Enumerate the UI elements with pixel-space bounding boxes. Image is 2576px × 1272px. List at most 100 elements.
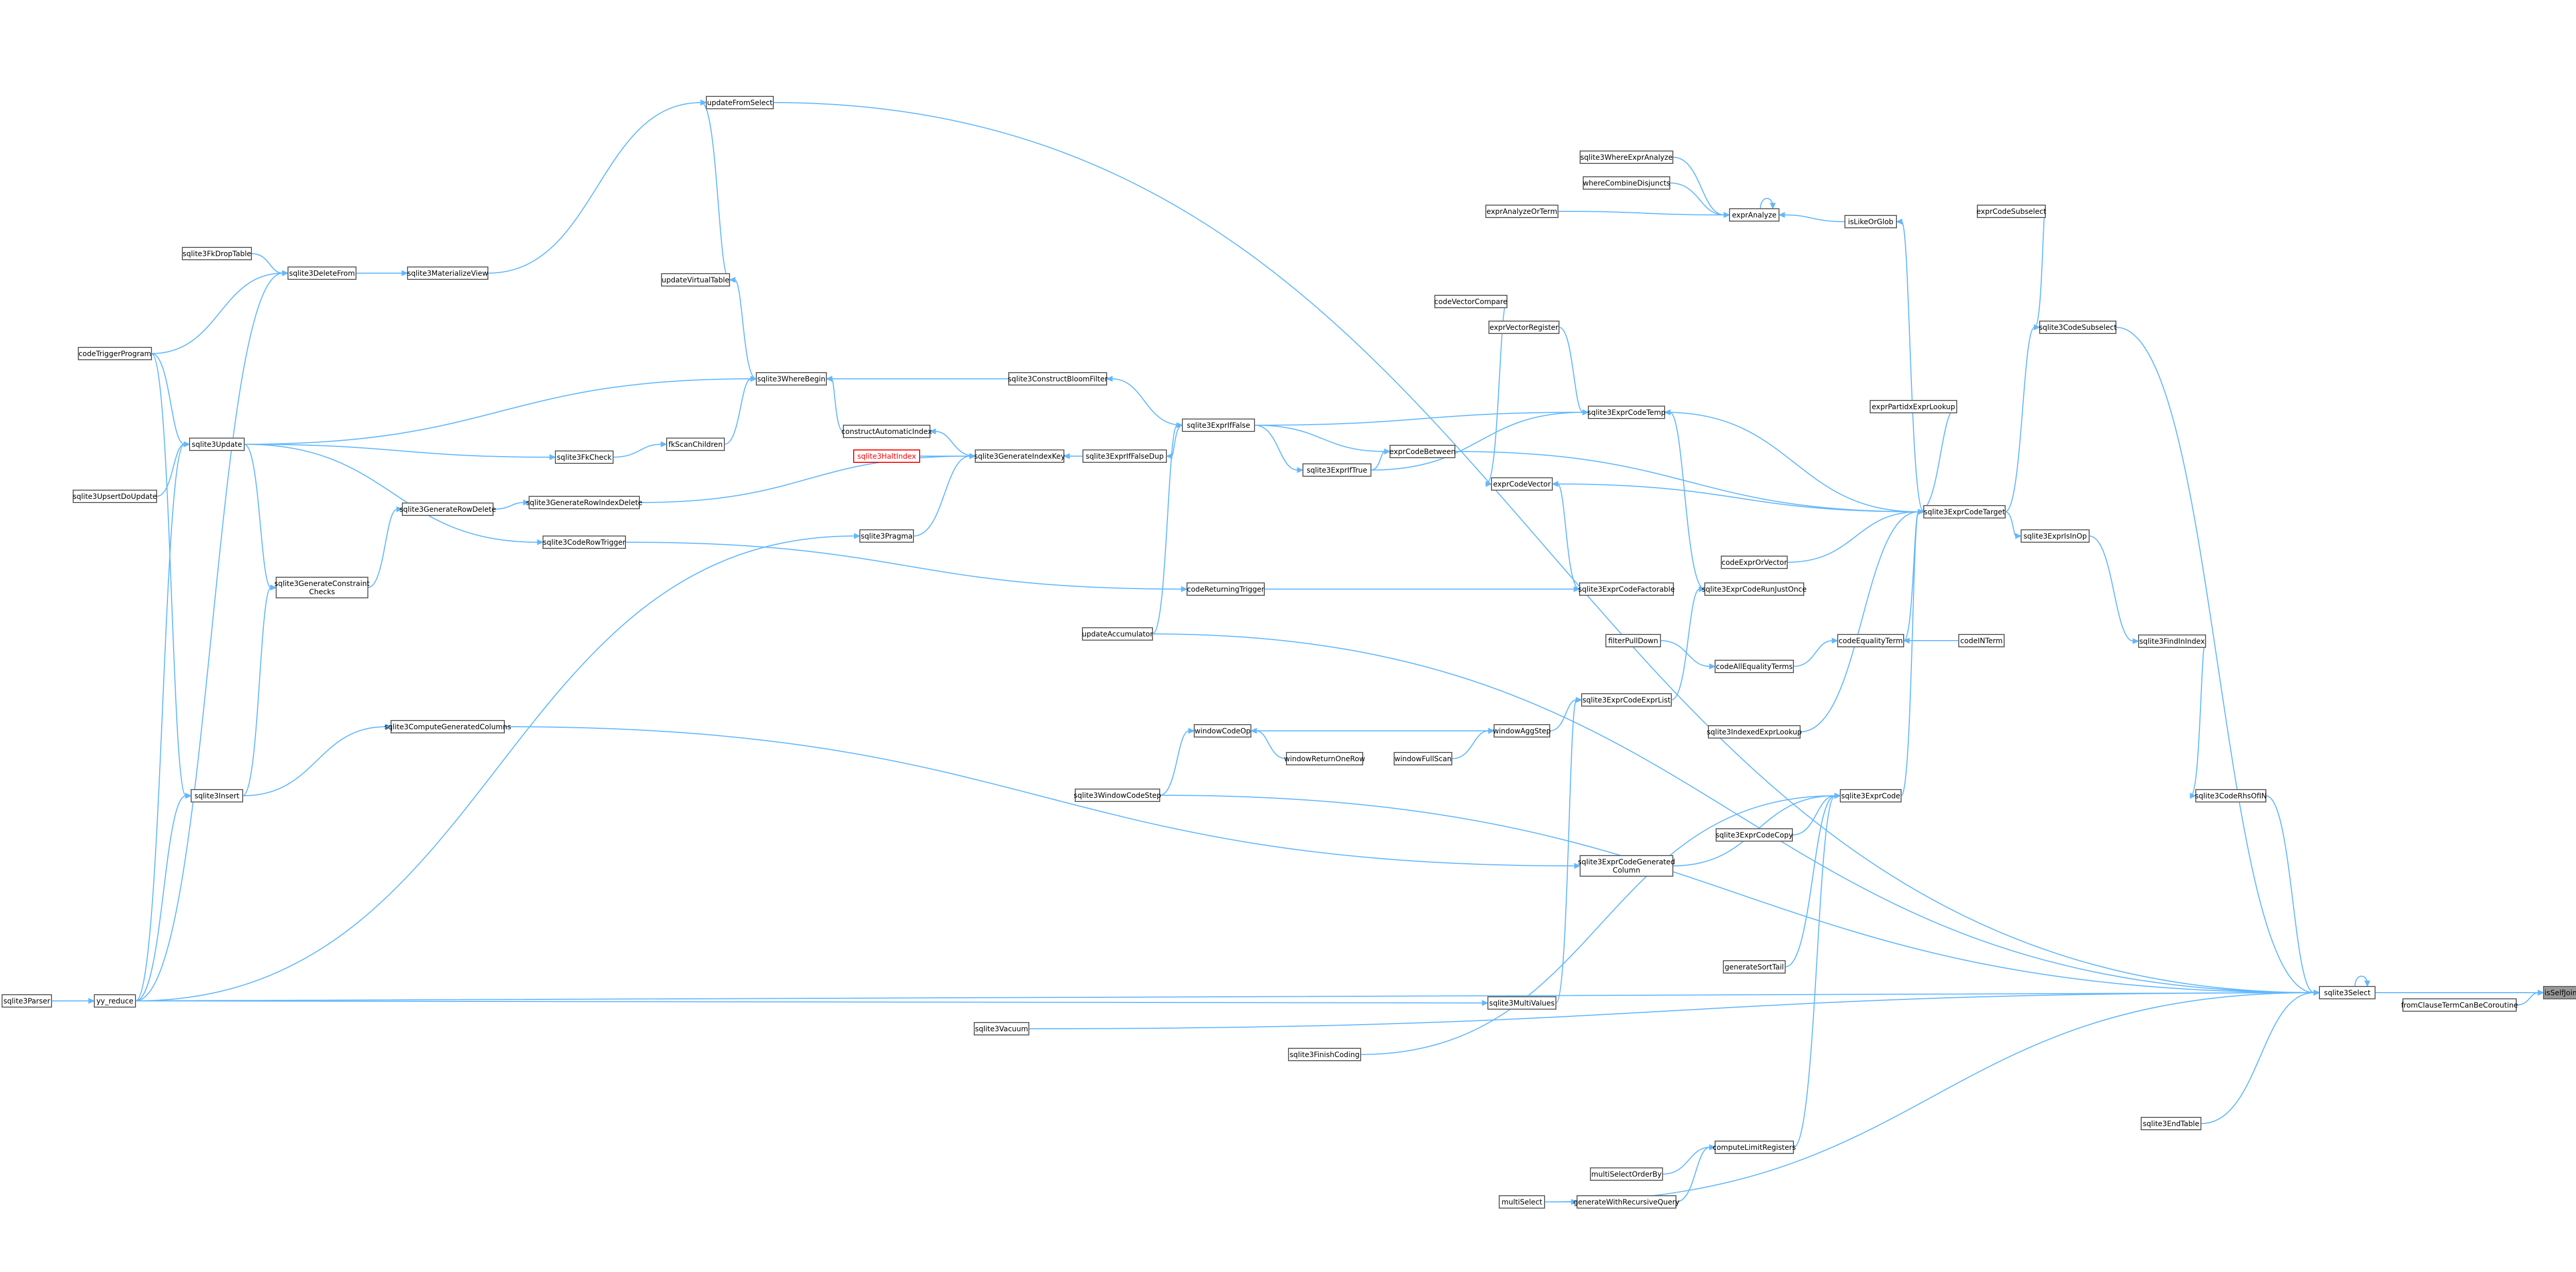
node-update-virtual-table[interactable]: updateVirtualTable	[661, 273, 730, 287]
node-box[interactable]	[73, 490, 157, 503]
node-box[interactable]	[1844, 215, 1897, 228]
node-box[interactable]	[191, 789, 243, 802]
node-window-return-one-row[interactable]: windowReturnOneRow	[1284, 752, 1365, 765]
node-compute-limit-registers[interactable]: computeLimitRegisters	[1713, 1141, 1796, 1154]
node-box[interactable]	[1723, 960, 1786, 974]
node-box[interactable]	[1721, 556, 1788, 569]
node-where-combine-disjuncts[interactable]: whereCombineDisjuncts	[1583, 176, 1670, 190]
node-box[interactable]	[1579, 582, 1674, 596]
node-box[interactable]	[1588, 406, 1665, 419]
node-box[interactable]	[706, 96, 774, 109]
node-sqlite3-expr-if-true[interactable]: sqlite3ExprIfTrue	[1302, 463, 1371, 477]
node-box[interactable]	[1008, 372, 1107, 386]
node-box[interactable]	[1485, 205, 1558, 218]
node-window-full-scan[interactable]: windowFullScan	[1394, 752, 1452, 765]
node-sqlite3-materialize-view[interactable]: sqlite3MaterializeView	[407, 266, 488, 280]
node-box[interactable]	[1715, 1141, 1794, 1154]
node-expr-code-between[interactable]: exprCodeBetween	[1389, 445, 1455, 458]
node-expr-analyze-or-term[interactable]: exprAnalyzeOrTerm	[1485, 205, 1558, 218]
node-window-code-op[interactable]: windowCodeOp	[1194, 724, 1251, 738]
node-sqlite3-expr-code-expr-list[interactable]: sqlite3ExprCodeExprList	[1581, 693, 1672, 707]
node-box[interactable]	[276, 577, 368, 598]
node-sqlite3-construct-bloom-filter[interactable]: sqlite3ConstructBloomFilter	[1008, 372, 1108, 386]
node-box[interactable]	[1488, 321, 1560, 334]
node-box[interactable]	[1394, 752, 1452, 765]
node-code-trigger-program[interactable]: codeTriggerProgram	[78, 347, 152, 360]
node-update-from-select[interactable]: updateFromSelect	[706, 96, 774, 109]
node-sqlite3-expr-code[interactable]: sqlite3ExprCode	[1840, 789, 1902, 802]
node-box[interactable]	[1577, 1195, 1676, 1209]
node-expr-code-vector[interactable]: exprCodeVector	[1491, 477, 1553, 491]
node-box[interactable]	[853, 449, 920, 463]
node-sqlite3-expr-if-false-dup[interactable]: sqlite3ExprIfFalseDup	[1082, 449, 1167, 463]
node-box[interactable]	[182, 247, 252, 260]
node-box[interactable]	[1580, 150, 1673, 164]
node-box[interactable]	[543, 535, 626, 549]
node-construct-automatic-index[interactable]: constructAutomaticIndex	[841, 425, 932, 438]
node-box[interactable]	[407, 266, 488, 280]
node-box[interactable]	[1434, 295, 1507, 308]
node-box[interactable]	[1389, 445, 1455, 458]
node-sqlite3-end-table[interactable]: sqlite3EndTable	[2141, 1117, 2201, 1130]
node-sqlite3-code-rhs-of-in[interactable]: sqlite3CodeRhsOfIN	[2195, 789, 2267, 802]
node-sqlite3-generate-index-key[interactable]: sqlite3GenerateIndexKey	[974, 449, 1065, 463]
node-box[interactable]	[2039, 321, 2116, 334]
node-sqlite3-expr-code-temp[interactable]: sqlite3ExprCodeTemp	[1587, 406, 1666, 419]
node-box[interactable]	[189, 438, 245, 451]
node-box[interactable]	[1708, 725, 1801, 739]
node-box[interactable]	[975, 449, 1064, 463]
node-box[interactable]	[1499, 1195, 1545, 1209]
node-window-agg-step[interactable]: windowAggStep	[1493, 724, 1551, 738]
node-box[interactable]	[1977, 205, 2046, 218]
node-sqlite3-vacuum[interactable]: sqlite3Vacuum	[974, 1022, 1029, 1035]
node-box[interactable]	[1837, 634, 1904, 647]
node-multi-select-order-by[interactable]: multiSelectOrderBy	[1590, 1167, 1663, 1181]
node-sqlite3-expr-code-copy[interactable]: sqlite3ExprCodeCopy	[1716, 828, 1793, 842]
node-generate-with-recursive-query[interactable]: generateWithRecursiveQuery	[1573, 1195, 1680, 1209]
node-sqlite3-code-row-trigger[interactable]: sqlite3CodeRowTrigger	[543, 535, 626, 549]
node-box[interactable]	[1082, 627, 1153, 641]
node-code-vector-compare[interactable]: codeVectorCompare	[1434, 295, 1507, 308]
node-box[interactable]	[1605, 634, 1661, 647]
node-box[interactable]	[2138, 634, 2206, 648]
node-sqlite3-window-code-step[interactable]: sqlite3WindowCodeStep	[1074, 789, 1161, 802]
node-sqlite3-code-subselect[interactable]: sqlite3CodeSubselect	[2039, 321, 2117, 334]
node-sqlite3-generate-row-delete[interactable]: sqlite3GenerateRowDelete	[399, 503, 496, 516]
node-sqlite3-update[interactable]: sqlite3Update	[189, 438, 245, 451]
node-box[interactable]	[1590, 1167, 1663, 1181]
node-from-clause-term-can-be-coroutine[interactable]: fromClauseTermCanBeCoroutine	[2401, 998, 2518, 1012]
node-code-returning-trigger[interactable]: codeReturningTrigger	[1187, 582, 1265, 596]
node-box[interactable]	[94, 994, 136, 1008]
node-box[interactable]	[1194, 724, 1251, 738]
node-box[interactable]	[661, 273, 730, 287]
node-multi-select[interactable]: multiSelect	[1499, 1195, 1545, 1209]
node-sqlite3-insert[interactable]: sqlite3Insert	[191, 789, 243, 802]
node-box[interactable]	[1923, 505, 2006, 518]
node-sqlite3-indexed-expr-lookup[interactable]: sqlite3IndexedExprLookup	[1707, 725, 1802, 739]
node-generate-sort-tail[interactable]: generateSortTail	[1723, 960, 1786, 974]
node-yy-reduce[interactable]: yy_reduce	[94, 994, 136, 1008]
node-box[interactable]	[2195, 789, 2266, 802]
node-box[interactable]	[1581, 693, 1672, 707]
node-box[interactable]	[2402, 998, 2517, 1012]
node-sqlite3-expr-if-false[interactable]: sqlite3ExprIfFalse	[1182, 419, 1255, 432]
node-box[interactable]	[1288, 1048, 1361, 1061]
node-fk-scan-children[interactable]: fkScanChildren	[666, 438, 725, 451]
node-box[interactable]	[529, 496, 640, 509]
node-box[interactable]	[1729, 208, 1780, 222]
node-box[interactable]	[391, 720, 505, 733]
node-box[interactable]	[2021, 529, 2090, 543]
node-box[interactable]	[666, 438, 725, 451]
node-sqlite3-halt-index[interactable]: sqlite3HaltIndex	[853, 449, 920, 463]
node-sqlite3-pragma[interactable]: sqlite3Pragma	[859, 529, 914, 543]
node-box[interactable]	[974, 1022, 1029, 1035]
node-box[interactable]	[555, 450, 614, 464]
node-box[interactable]	[1715, 660, 1794, 673]
node-sqlite3-expr-code-factorable[interactable]: sqlite3ExprCodeFactorable	[1578, 582, 1675, 596]
node-box[interactable]	[78, 347, 152, 360]
node-box[interactable]	[2319, 986, 2376, 999]
node-box[interactable]	[1182, 419, 1255, 432]
node-code-equality-term[interactable]: codeEqualityTerm	[1837, 634, 1904, 647]
node-expr-partidx-expr-lookup[interactable]: exprPartidxExprLookup	[1870, 400, 1957, 413]
